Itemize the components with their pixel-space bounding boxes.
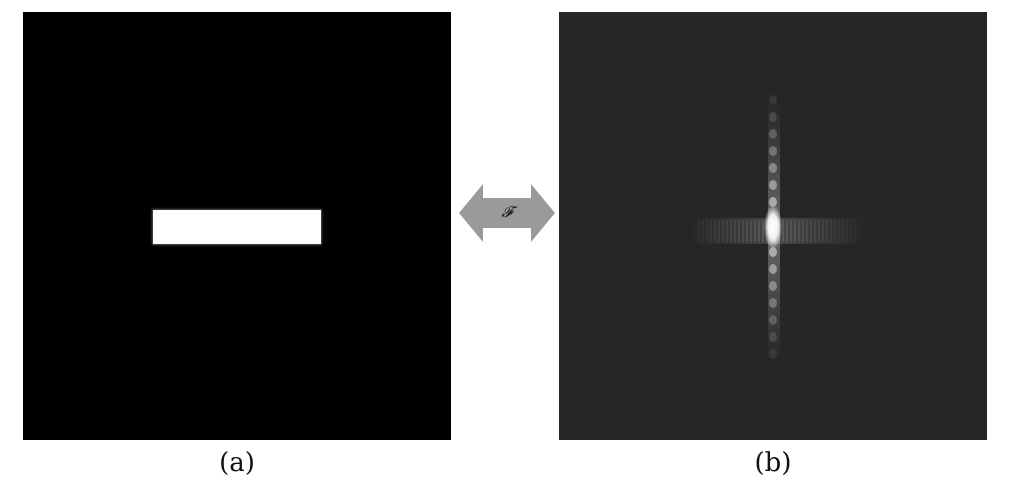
sidelobe-dot [769, 298, 777, 308]
sidelobe-dot [769, 315, 777, 325]
sidelobe-dot [769, 129, 777, 139]
double-arrow-shape [459, 184, 555, 242]
sidelobe-dot [769, 180, 777, 190]
sidelobe-dot [769, 264, 777, 274]
sidelobe-dot [769, 163, 777, 173]
sidelobe-dot [769, 349, 777, 359]
sidelobe-dot [769, 247, 777, 257]
sidelobe-dot [769, 95, 777, 105]
spatial-domain-image [23, 12, 451, 440]
sidelobe-dot [769, 332, 777, 342]
sidelobe-dot [769, 281, 777, 291]
caption-b: (b) [754, 448, 792, 478]
spectrum-canvas [689, 95, 865, 360]
caption-a: (a) [219, 448, 255, 478]
sidelobe-dots [769, 95, 777, 359]
fourier-symbol: 𝓕 [501, 203, 513, 221]
white-rectangle [153, 210, 321, 244]
sidelobe-dot [769, 112, 777, 122]
fourier-transform-arrow-icon [459, 184, 555, 242]
sidelobe-dot [769, 146, 777, 156]
fourier-spectrum-image [559, 12, 987, 440]
central-peak [764, 205, 782, 249]
sidelobe-dot [769, 197, 777, 207]
